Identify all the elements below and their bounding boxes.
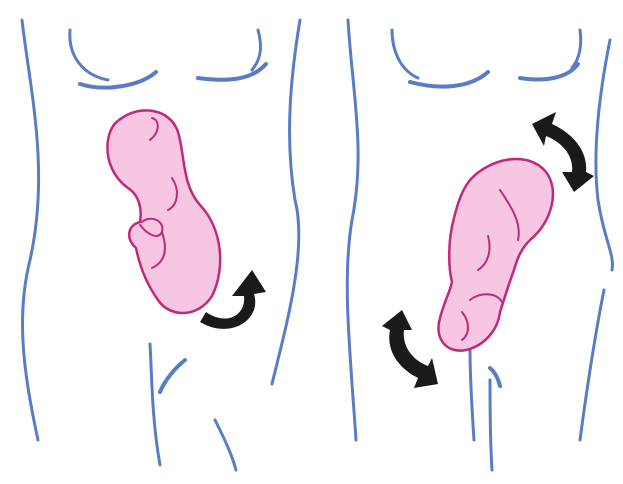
rotation-arrow-lower — [382, 310, 438, 388]
fetus-shape-right — [438, 159, 553, 351]
right-panel — [347, 20, 612, 470]
right-fetus — [438, 159, 553, 351]
left-panel — [22, 20, 300, 470]
fetus-shape-left — [107, 110, 220, 313]
curved-arrow-icon — [382, 310, 438, 388]
left-fetus — [107, 110, 220, 313]
